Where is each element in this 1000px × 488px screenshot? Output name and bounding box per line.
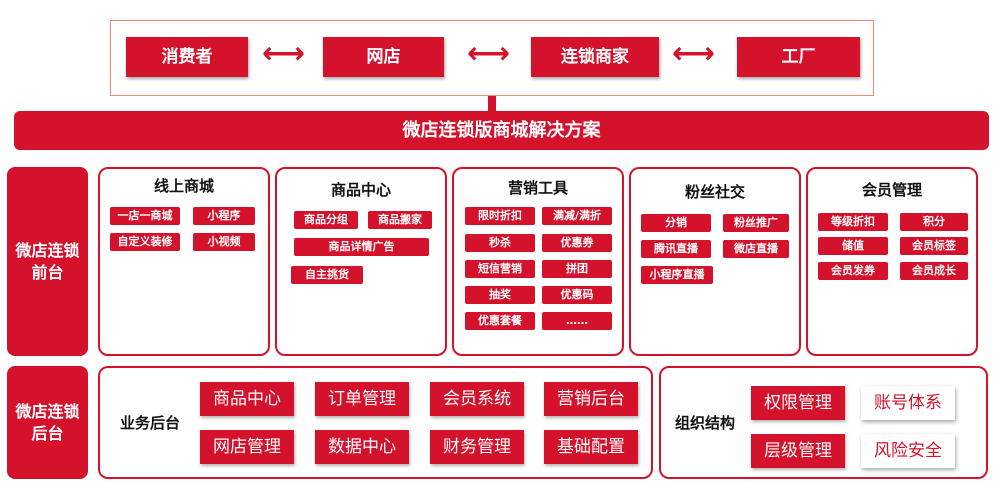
business-label: 业务后台 bbox=[120, 414, 181, 432]
entity-chain-merchant: 连锁商家 bbox=[531, 37, 659, 77]
feature-chip: 等级折扣 bbox=[818, 213, 888, 231]
panel-online-mall: 线上商城 一店一商城 小程序 自定义装修 小视频 bbox=[98, 167, 270, 356]
panel-product-center: 商品中心 商品分组 商品搬家 商品详情广告 自主挑货 bbox=[275, 167, 447, 356]
feature-chip: 小视频 bbox=[193, 233, 255, 251]
feature-chip: 一店一商城 bbox=[110, 207, 180, 225]
org-module: 风险安全 bbox=[861, 434, 955, 468]
connector-bar bbox=[488, 96, 496, 111]
entity-online-store: 网店 bbox=[323, 37, 444, 77]
panel-title: 线上商城 bbox=[153, 177, 214, 195]
feature-chip: 优惠码 bbox=[542, 286, 612, 304]
feature-chip: 微店直播 bbox=[723, 240, 789, 258]
feature-chip: 储值 bbox=[818, 237, 888, 255]
feature-chip: 优惠券 bbox=[542, 234, 612, 252]
feature-chip: 分销 bbox=[641, 214, 711, 232]
panel-title: 商品中心 bbox=[330, 181, 391, 199]
business-module: 营销后台 bbox=[544, 382, 638, 416]
feature-chip: 优惠套餐 bbox=[465, 312, 535, 330]
feature-chip: 商品分组 bbox=[294, 211, 358, 229]
feature-chip: 自主挑货 bbox=[291, 266, 363, 284]
feature-chip: 粉丝推广 bbox=[723, 214, 789, 232]
business-module: 财务管理 bbox=[430, 430, 524, 464]
double-arrow-icon: ⟷ bbox=[672, 36, 716, 71]
panel-title: 营销工具 bbox=[507, 179, 568, 197]
panel-title: 粉丝社交 bbox=[684, 183, 745, 201]
business-module: 会员系统 bbox=[430, 382, 524, 416]
panel-fan-social: 粉丝社交 分销 粉丝推广 腾讯直播 微店直播 小程序直播 bbox=[629, 167, 801, 356]
feature-chip: 会员标签 bbox=[900, 237, 968, 255]
org-label: 组织结构 bbox=[675, 414, 736, 432]
feature-chip: 秒杀 bbox=[465, 234, 535, 252]
feature-chip: 满减/满折 bbox=[542, 207, 612, 225]
business-module: 基础配置 bbox=[544, 430, 638, 464]
entity-consumer: 消费者 bbox=[126, 37, 248, 77]
feature-chip: 抽奖 bbox=[465, 286, 535, 304]
feature-chip: 商品搬家 bbox=[368, 211, 432, 229]
panel-title: 会员管理 bbox=[861, 181, 922, 199]
business-module: 网店管理 bbox=[200, 430, 294, 464]
feature-chip: 自定义装修 bbox=[110, 233, 180, 251]
org-module: 层级管理 bbox=[751, 434, 845, 468]
panel-member-management: 会员管理 等级折扣 积分 储值 会员标签 会员发券 会员成长 bbox=[806, 167, 978, 356]
backend-label-text: 微店连锁后台 bbox=[15, 401, 80, 443]
feature-chip: 会员发券 bbox=[818, 262, 888, 280]
backend-label: 微店连锁后台 bbox=[7, 366, 88, 479]
double-arrow-icon: ⟷ bbox=[467, 36, 511, 71]
double-arrow-icon: ⟷ bbox=[262, 36, 306, 71]
frontend-label-text: 微店连锁前台 bbox=[15, 240, 80, 282]
feature-chip: 短信营销 bbox=[465, 260, 535, 278]
feature-chip: 商品详情广告 bbox=[294, 238, 429, 256]
feature-chip: …… bbox=[542, 312, 612, 330]
solution-banner: 微店连锁版商城解决方案 bbox=[14, 111, 989, 150]
feature-chip: 积分 bbox=[900, 213, 968, 231]
frontend-label: 微店连锁前台 bbox=[7, 167, 88, 356]
panel-org-structure: 组织结构 权限管理 层级管理 账号体系 风险安全 bbox=[659, 366, 988, 479]
panel-marketing-tools: 营销工具 限时折扣 满减/满折 秒杀 优惠券 短信营销 拼团 抽奖 优惠码 优惠… bbox=[452, 167, 624, 356]
panel-business-backend: 业务后台 商品中心 订单管理 会员系统 营销后台 网店管理 数据中心 财务管理 … bbox=[98, 366, 653, 479]
business-module: 商品中心 bbox=[200, 382, 294, 416]
business-module: 数据中心 bbox=[315, 430, 409, 464]
feature-chip: 限时折扣 bbox=[465, 207, 535, 225]
business-module: 订单管理 bbox=[315, 382, 409, 416]
feature-chip: 会员成长 bbox=[900, 262, 968, 280]
feature-chip: 小程序直播 bbox=[641, 266, 713, 284]
org-module: 账号体系 bbox=[861, 386, 955, 420]
org-module: 权限管理 bbox=[751, 386, 845, 420]
feature-chip: 拼团 bbox=[542, 260, 612, 278]
feature-chip: 小程序 bbox=[193, 207, 255, 225]
entity-factory: 工厂 bbox=[737, 37, 860, 77]
feature-chip: 腾讯直播 bbox=[641, 240, 711, 258]
